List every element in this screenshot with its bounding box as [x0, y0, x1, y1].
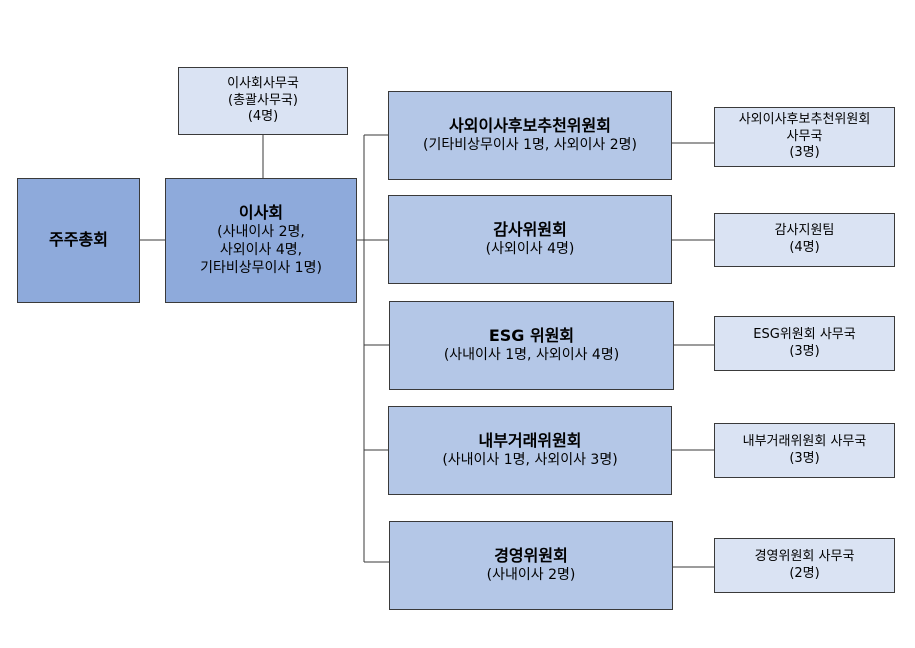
- committee-office-name-line2: 사무국: [786, 128, 823, 144]
- committee-office-count: (3명): [789, 450, 820, 466]
- shareholders-meeting-box: 주주총회: [17, 178, 140, 303]
- committee-office-name: 사외이사후보추천위원회: [738, 112, 871, 128]
- committee-members: (사외이사 4명): [485, 240, 575, 257]
- board-office-name: 이사회사무국: [227, 76, 299, 92]
- committee-box-internal-transactions: 내부거래위원회 (사내이사 1명, 사외이사 3명): [388, 406, 672, 495]
- committee-office-name: 내부거래위원회 사무국: [742, 433, 867, 449]
- committee-box-nomination: 사외이사후보추천위원회 (기타비상무이사 1명, 사외이사 2명): [388, 91, 672, 180]
- committee-members: (사내이사 1명, 사외이사 4명): [443, 346, 620, 363]
- committee-office-name: 경영위원회 사무국: [754, 548, 855, 564]
- board-office-subtitle: (총괄사무국): [228, 92, 298, 108]
- board-members-line3: 기타비상무이사 1명): [200, 259, 322, 276]
- committee-office-box-esg: ESG위원회 사무국 (3명): [714, 316, 895, 371]
- committee-office-name: ESG위원회 사무국: [753, 326, 856, 342]
- committee-office-count: (4명): [789, 240, 820, 255]
- committee-office-box-management: 경영위원회 사무국 (2명): [714, 538, 895, 593]
- board-box: 이사회 (사내이사 2명, 사외이사 4명, 기타비상무이사 1명): [165, 178, 357, 303]
- board-office-box: 이사회사무국 (총괄사무국) (4명): [178, 67, 348, 135]
- committee-office-count: (3명): [789, 343, 820, 359]
- committee-title: 내부거래위원회: [478, 431, 582, 451]
- committee-office-box-nomination: 사외이사후보추천위원회 사무국 (3명): [714, 107, 895, 167]
- committee-box-management: 경영위원회 (사내이사 2명): [389, 521, 673, 610]
- committee-title: 감사위원회: [493, 220, 567, 240]
- committee-box-esg: ESG 위원회 (사내이사 1명, 사외이사 4명): [389, 301, 674, 390]
- committee-members: (사내이사 1명, 사외이사 3명): [442, 451, 618, 468]
- committee-members: (사내이사 2명): [486, 566, 576, 583]
- board-members-line2: 사외이사 4명,: [219, 241, 303, 258]
- committee-title: ESG 위원회: [488, 326, 575, 346]
- board-members-line1: (사내이사 2명,: [217, 223, 305, 240]
- committee-title: 사외이사후보추천위원회: [449, 116, 611, 136]
- committee-office-box-audit: 감사지원팀 (4명): [714, 213, 895, 267]
- shareholders-meeting-title: 주주총회: [49, 230, 108, 250]
- committee-office-count: (2명): [789, 565, 820, 581]
- committee-office-box-internal-transactions: 내부거래위원회 사무국 (3명): [714, 423, 895, 478]
- committee-box-audit: 감사위원회 (사외이사 4명): [388, 195, 672, 284]
- committee-title: 경영위원회: [494, 546, 568, 566]
- committee-members: (기타비상무이사 1명, 사외이사 2명): [423, 136, 637, 153]
- committee-office-name: 감사지원팀: [774, 223, 835, 239]
- board-office-count: (4명): [247, 109, 279, 125]
- committee-office-count: (3명): [789, 145, 820, 161]
- board-title: 이사회: [238, 203, 284, 223]
